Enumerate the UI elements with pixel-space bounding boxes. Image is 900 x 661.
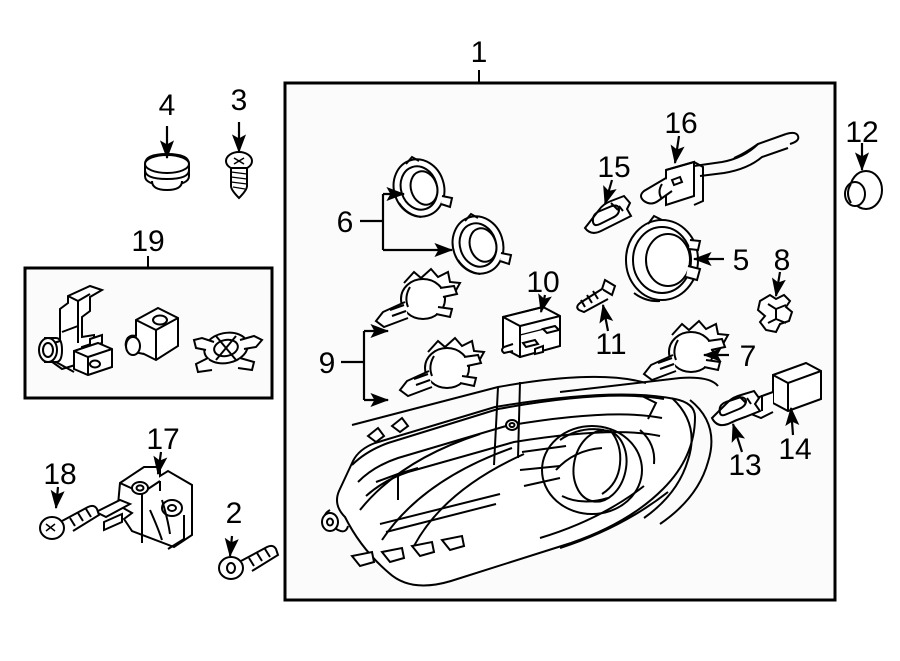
callout-8: 8 <box>774 244 791 277</box>
callout-1: 1 <box>471 36 488 69</box>
leader-14 <box>785 406 800 436</box>
leader-18 <box>50 486 65 510</box>
halogen-bulb-right-part <box>642 319 730 382</box>
callout-6: 6 <box>337 206 354 239</box>
callout-11: 11 <box>595 328 626 361</box>
leader-6-branch <box>360 186 454 258</box>
callout-19: 19 <box>131 225 164 258</box>
leader-11 <box>599 303 614 332</box>
callout-14: 14 <box>778 433 811 466</box>
halogen-bulb-upper-part <box>374 267 462 329</box>
mounting-bracket-part <box>93 466 193 550</box>
callout-16: 16 <box>664 107 697 140</box>
headlamp-assembly-illustration <box>321 375 719 587</box>
kit-part-clip-right <box>192 331 264 374</box>
adjusting-screw-part <box>576 278 617 314</box>
retainer-clip-part <box>756 293 794 334</box>
callout-3: 3 <box>231 84 248 117</box>
callout-10: 10 <box>526 266 559 299</box>
tapping-screw-part <box>225 151 253 200</box>
callout-labels: 1 2 3 4 5 6 7 8 9 10 11 12 13 14 15 16 1… <box>43 36 878 530</box>
leader-8 <box>771 271 786 298</box>
leader-17 <box>153 451 168 476</box>
bracket-screw-part <box>39 504 101 540</box>
leader-10 <box>538 293 552 314</box>
callout-12: 12 <box>845 116 878 149</box>
seal-ring-lower-part <box>451 212 513 275</box>
callout-15: 15 <box>597 151 630 184</box>
kit-part-block-center <box>124 306 179 362</box>
wedge-bulb-lower-part <box>710 389 762 427</box>
wire-connector-part <box>640 131 800 207</box>
leader-16 <box>670 135 685 165</box>
callout-7: 7 <box>740 340 757 373</box>
leader-13 <box>731 422 746 453</box>
leader-15 <box>603 179 617 206</box>
callout-2: 2 <box>226 497 243 530</box>
kit-part-bracket-left <box>38 284 113 377</box>
callout-4: 4 <box>159 89 176 122</box>
callout-13: 13 <box>728 449 761 482</box>
leader-2 <box>224 535 239 558</box>
leader-lines <box>50 122 870 558</box>
callout-9: 9 <box>319 347 336 380</box>
leveling-motor-part <box>501 305 561 359</box>
plug-cap-part <box>144 152 190 192</box>
leader-9-branch <box>341 323 390 408</box>
callout-18: 18 <box>43 458 76 491</box>
halogen-bulb-lower-part <box>398 336 486 398</box>
callout-17: 17 <box>146 423 179 456</box>
callout-5: 5 <box>733 244 750 277</box>
grommet-cap-part <box>844 170 883 210</box>
